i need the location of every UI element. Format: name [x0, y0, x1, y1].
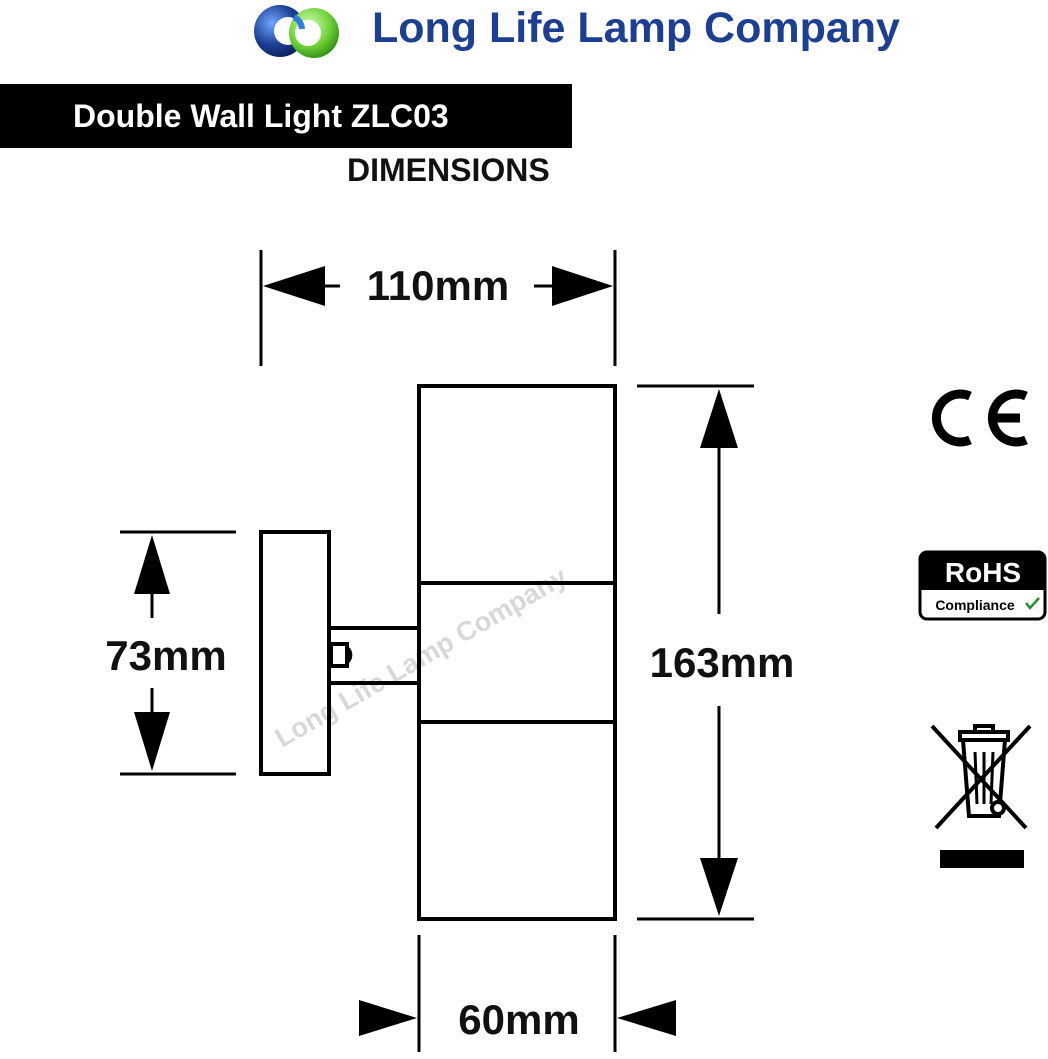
overall-width-dimension: [259, 250, 617, 366]
body-width-label: 60mm: [458, 996, 579, 1043]
up-arrow-icon: [134, 535, 170, 594]
left-arrow-icon: [263, 266, 325, 306]
rohs-title: RoHS: [945, 557, 1021, 588]
down-arrow-icon: [134, 712, 170, 771]
watermark-text: Long Life Lamp Company: [270, 561, 572, 753]
title-bar: [0, 84, 572, 148]
connecting-arm: [329, 626, 419, 685]
rohs-badge: RoHS Compliance: [918, 550, 1047, 621]
height-dimension: [637, 384, 754, 921]
check-icon: [1025, 597, 1040, 610]
base-height-label: 73mm: [105, 632, 226, 679]
down-arrow-icon: [700, 858, 738, 916]
right-arrow-icon: [359, 1000, 417, 1036]
left-arrow-icon: [617, 1000, 676, 1036]
base-height-dimension: [120, 530, 236, 776]
rohs-subtitle: Compliance: [935, 597, 1015, 613]
section-heading: DIMENSIONS: [347, 152, 550, 188]
company-logo-icon: [254, 5, 339, 58]
lamp-body: [417, 384, 617, 921]
right-arrow-icon: [552, 266, 613, 306]
weee-bin-icon: [930, 724, 1032, 868]
height-label: 163mm: [650, 639, 795, 686]
body-width-dimension: [359, 935, 676, 1052]
product-title: Double Wall Light ZLC03: [73, 98, 449, 134]
overall-width-label: 110mm: [367, 262, 509, 309]
company-name: Long Life Lamp Company: [372, 4, 900, 52]
ce-mark-icon: [931, 389, 1028, 447]
up-arrow-icon: [700, 389, 738, 448]
